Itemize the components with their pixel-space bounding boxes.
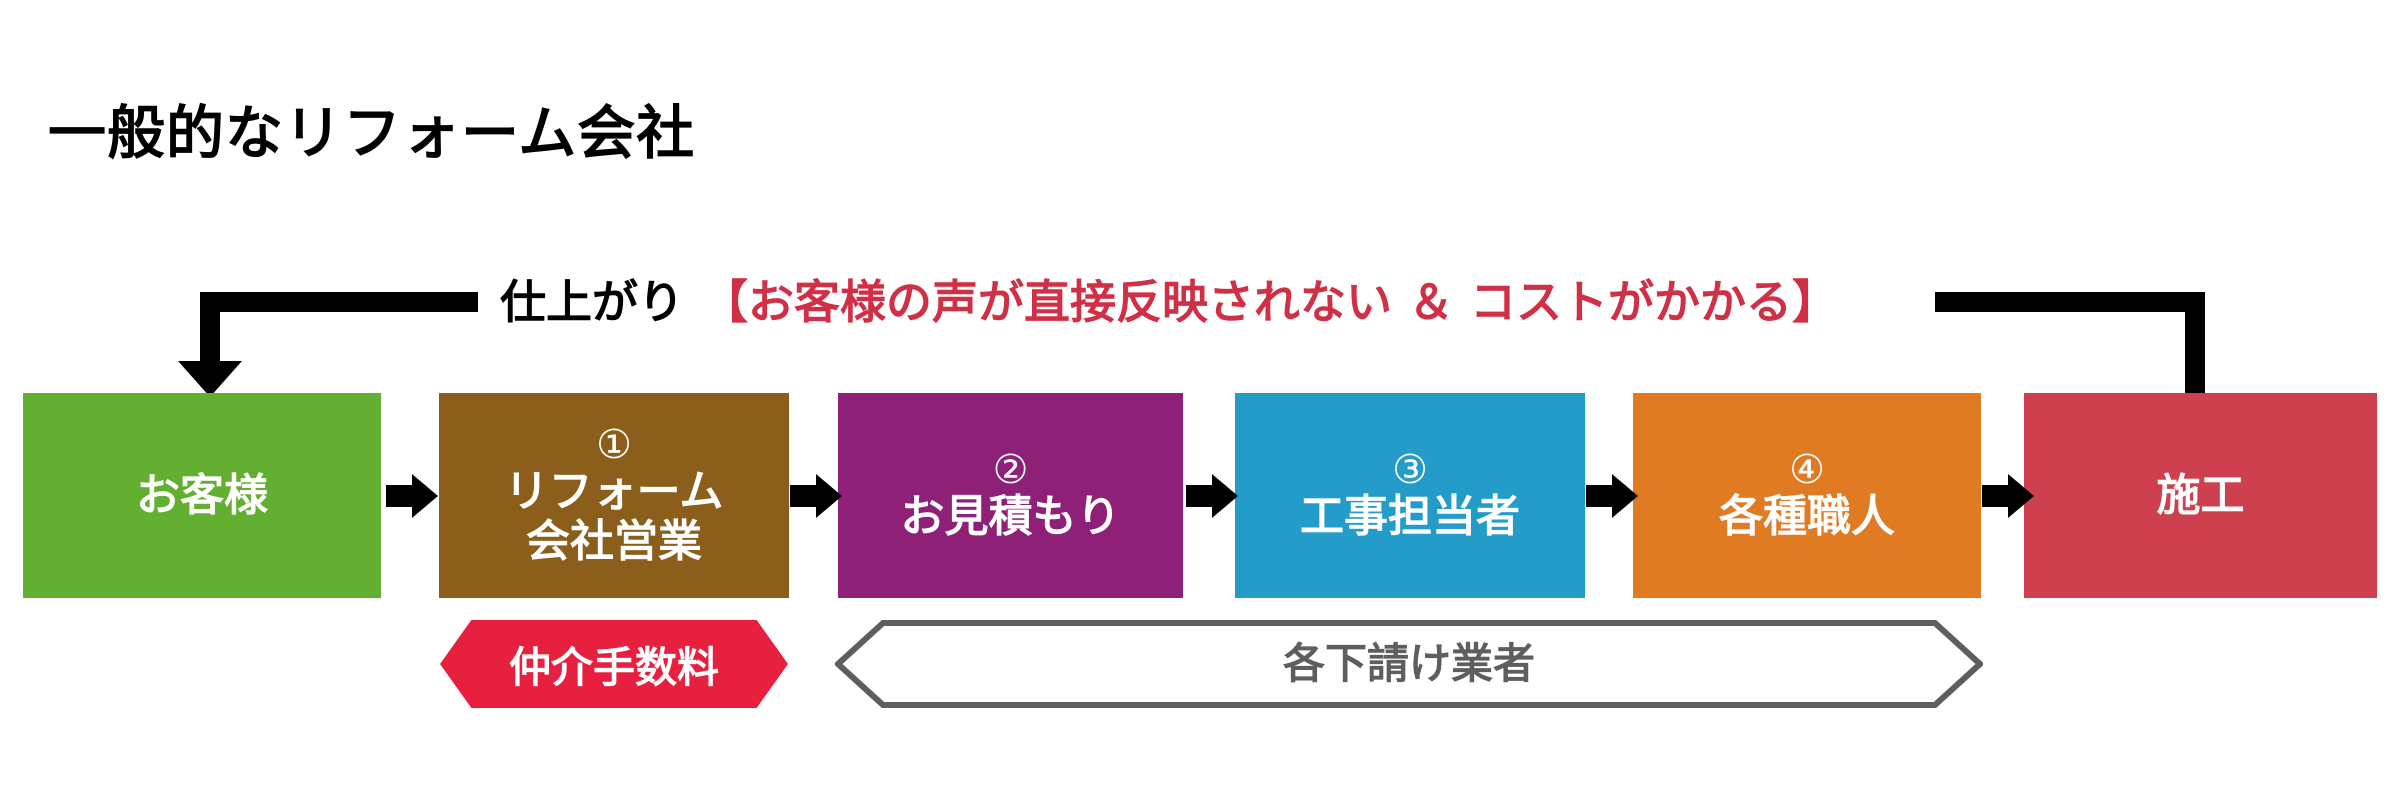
arrow-head: [816, 474, 842, 518]
feedback-line-right-horizontal: [1935, 292, 2205, 312]
feedback-line-left-horizontal: [200, 292, 478, 312]
feedback-loop-label: 仕上がり 【お客様の声が直接反映されない ＆ コストがかかる】: [500, 272, 1838, 332]
node-craftsmen-number: ④: [1789, 446, 1825, 493]
feedback-label-black: 仕上がり: [500, 275, 684, 329]
right-arrow-icon-3: [1186, 474, 1238, 518]
arrow-shaft: [1186, 485, 1216, 507]
node-craftsmen-label: 各種職人: [1719, 490, 1895, 542]
feedback-line-right-vertical: [2185, 292, 2205, 396]
page-title: 一般的なリフォーム会社: [48, 99, 696, 167]
node-sales-label: リフォーム 会社営業: [504, 466, 724, 567]
right-arrow-icon-2: [790, 474, 842, 518]
node-estimate-label: お見積もり: [900, 490, 1121, 542]
node-customer-label: お客様: [136, 469, 268, 521]
banner-subcontractors: 各下請け業者: [835, 620, 1983, 708]
arrow-shaft: [1982, 485, 2012, 507]
right-arrow-icon-1: [386, 474, 438, 518]
node-construction-manager[interactable]: ③ 工事担当者: [1235, 393, 1585, 598]
arrow-head: [1212, 474, 1238, 518]
banner-subcontractors-label: 各下請け業者: [1282, 639, 1535, 688]
node-customer[interactable]: お客様: [23, 393, 381, 598]
feedback-line-left-vertical: [200, 292, 220, 368]
node-manager-label: 工事担当者: [1300, 490, 1520, 542]
node-sales-number: ①: [596, 422, 632, 469]
arrow-head: [2008, 474, 2034, 518]
feedback-label-red: 【お客様の声が直接反映されない ＆ コストがかかる】: [702, 275, 1839, 329]
node-construction[interactable]: 施工: [2024, 393, 2377, 598]
right-arrow-icon-5: [1982, 474, 2034, 518]
banner-brokerage-fee: 仲介手数料: [440, 620, 788, 708]
arrow-shaft: [386, 485, 416, 507]
node-construction-label: 施工: [2156, 469, 2245, 521]
node-estimate[interactable]: ② お見積もり: [838, 393, 1183, 598]
feedback-arrowhead-icon: [178, 361, 242, 397]
arrow-shaft: [790, 485, 820, 507]
right-arrow-icon-4: [1586, 474, 1638, 518]
node-estimate-number: ②: [992, 446, 1029, 493]
arrow-head: [412, 474, 438, 518]
arrow-shaft: [1586, 485, 1616, 507]
node-manager-number: ③: [1392, 446, 1428, 493]
banner-brokerage-fee-label: 仲介手数料: [508, 642, 719, 692]
node-reform-company-sales[interactable]: ① リフォーム 会社営業: [439, 393, 789, 598]
arrow-head: [1612, 474, 1638, 518]
hexagon-outline-icon: [835, 620, 1983, 708]
node-craftsmen[interactable]: ④ 各種職人: [1633, 393, 1981, 598]
